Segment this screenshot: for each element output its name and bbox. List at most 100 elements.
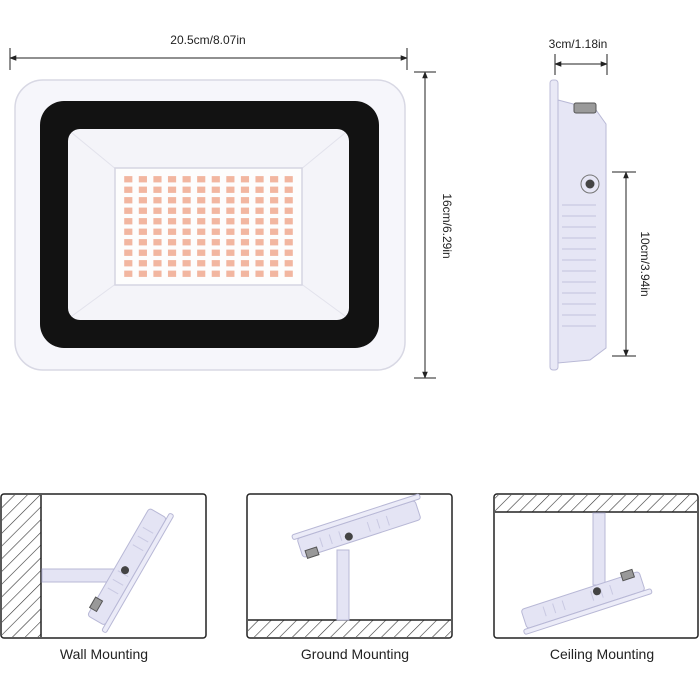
- ground-mounting-panel: [246, 493, 453, 639]
- wall-hatch: [2, 495, 41, 637]
- led-chip: [167, 186, 177, 193]
- depth-label: 3cm/1.18in: [549, 37, 608, 51]
- led-chip: [197, 239, 206, 246]
- led-chip: [240, 260, 250, 267]
- led-chip: [124, 260, 133, 267]
- led-chip: [270, 218, 279, 225]
- reflector-facets: [71, 132, 346, 317]
- heat-sink-fins: [562, 204, 596, 327]
- led-chip: [197, 207, 206, 214]
- ground-mounting-caption: Ground Mounting: [300, 646, 410, 662]
- side-housing-body: [557, 99, 607, 364]
- ground-lamp: [291, 493, 421, 559]
- led-chip: [255, 228, 264, 235]
- led-chip: [284, 176, 293, 183]
- led-chip: [255, 186, 264, 193]
- led-chip: [182, 270, 191, 277]
- led-chip: [138, 197, 147, 204]
- led-chip: [240, 197, 250, 204]
- led-chip: [255, 270, 264, 277]
- cable-gland: [573, 102, 597, 114]
- led-chip: [270, 176, 279, 183]
- led-chip: [197, 228, 206, 235]
- led-chip: [138, 176, 147, 183]
- led-chip: [284, 270, 293, 277]
- led-chip: [167, 239, 177, 246]
- led-chip: [255, 197, 264, 204]
- led-chip: [167, 176, 177, 183]
- led-chip: [211, 176, 220, 183]
- led-chip: [167, 260, 177, 267]
- led-chip: [240, 239, 250, 246]
- led-chip: [124, 228, 133, 235]
- led-chip: [153, 186, 162, 193]
- led-chip: [138, 260, 147, 267]
- led-chip: [226, 218, 235, 225]
- ceiling-bracket-post: [592, 512, 606, 586]
- led-chip: [226, 186, 235, 193]
- wall-mounting-panel: [0, 493, 207, 639]
- led-chip: [226, 207, 235, 214]
- led-chip: [270, 260, 279, 267]
- led-chip: [124, 176, 133, 183]
- led-chip: [240, 218, 250, 225]
- led-chip: [197, 260, 206, 267]
- led-chip: [284, 197, 293, 204]
- led-chip: [153, 260, 162, 267]
- led-chip: [226, 270, 235, 277]
- led-chip: [240, 176, 250, 183]
- ceiling-lamp: [521, 568, 653, 635]
- led-chip: [226, 197, 235, 204]
- side-view: 3cm/1.18in 10cm/3.94in: [549, 37, 652, 371]
- led-chip: [182, 186, 191, 193]
- ground-hatch: [248, 620, 451, 637]
- led-chip: [153, 249, 162, 256]
- led-chip: [284, 228, 293, 235]
- led-chip: [124, 207, 133, 214]
- led-chip: [153, 176, 162, 183]
- knob-screw: [585, 179, 595, 189]
- led-board: [114, 167, 303, 286]
- led-chip: [240, 207, 250, 214]
- led-chip: [138, 207, 147, 214]
- led-chip: [226, 239, 235, 246]
- led-chip: [270, 239, 279, 246]
- led-chip: [182, 176, 191, 183]
- led-chip: [138, 228, 147, 235]
- led-chip: [284, 249, 293, 256]
- led-chip: [182, 197, 191, 204]
- led-chip: [197, 249, 206, 256]
- width-label: 20.5cm/8.07in: [170, 33, 245, 47]
- led-chip: [167, 207, 177, 214]
- led-chip: [270, 270, 279, 277]
- led-chip: [284, 260, 293, 267]
- led-chip: [211, 197, 220, 204]
- led-chip: [182, 239, 191, 246]
- led-chip: [211, 228, 220, 235]
- led-chip: [211, 239, 220, 246]
- led-chip: [284, 186, 293, 193]
- ceiling-mounting-caption: Ceiling Mounting: [549, 646, 655, 662]
- led-chip: [124, 270, 133, 277]
- led-chip: [270, 207, 279, 214]
- ground-bracket-post: [336, 549, 350, 621]
- led-chip: [226, 249, 235, 256]
- led-chip: [255, 176, 264, 183]
- led-chip: [167, 197, 177, 204]
- led-chip: [167, 270, 177, 277]
- front-view: 20.5cm/8.07in 16cm/6.29in: [9, 33, 454, 379]
- led-chip: [270, 197, 279, 204]
- led-chip: [255, 249, 264, 256]
- led-chip: [211, 207, 220, 214]
- led-chip: [284, 218, 293, 225]
- ceiling-mounting-panel: [493, 493, 699, 639]
- led-chip: [138, 249, 147, 256]
- led-chip: [197, 176, 206, 183]
- led-chip: [240, 270, 250, 277]
- led-chip: [226, 260, 235, 267]
- ceiling-hatch: [495, 495, 697, 512]
- led-chip: [211, 218, 220, 225]
- led-chip: [182, 260, 191, 267]
- led-chip: [153, 207, 162, 214]
- led-chip: [153, 218, 162, 225]
